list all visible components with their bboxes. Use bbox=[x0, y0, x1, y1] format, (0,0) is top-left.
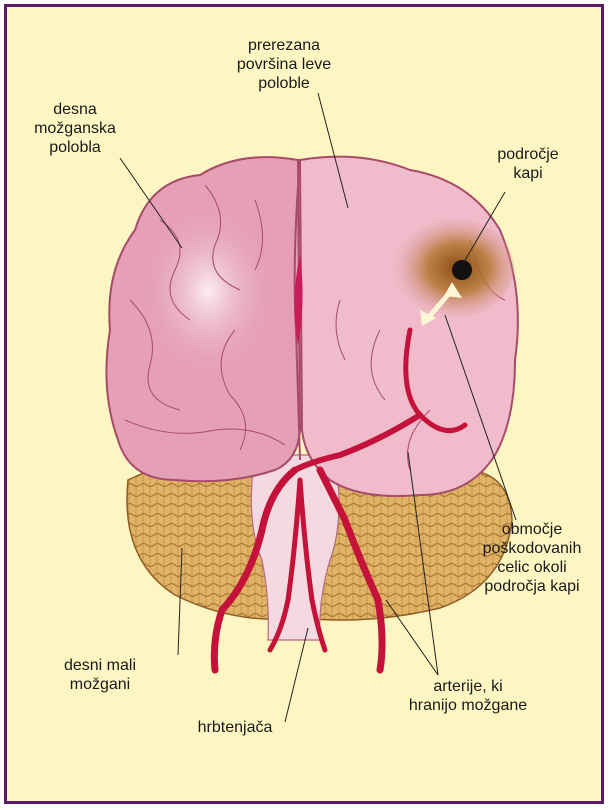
damaged-cells-zone bbox=[390, 218, 514, 318]
label-right-hemisphere: desna možganska polobla bbox=[20, 100, 130, 157]
stroke-point bbox=[452, 260, 472, 280]
label-stroke-area: področje kapi bbox=[478, 145, 578, 183]
label-arteries: arterije, ki hranijo možgane bbox=[393, 677, 543, 715]
label-right-cerebellum: desni mali možgani bbox=[40, 656, 160, 694]
label-damaged-cells: območje poškodovanih celic okoli področj… bbox=[470, 520, 594, 596]
label-spinal-cord: hrbtenjača bbox=[175, 718, 295, 737]
label-cut-surface: prerezana površina leve poloble bbox=[214, 36, 354, 93]
